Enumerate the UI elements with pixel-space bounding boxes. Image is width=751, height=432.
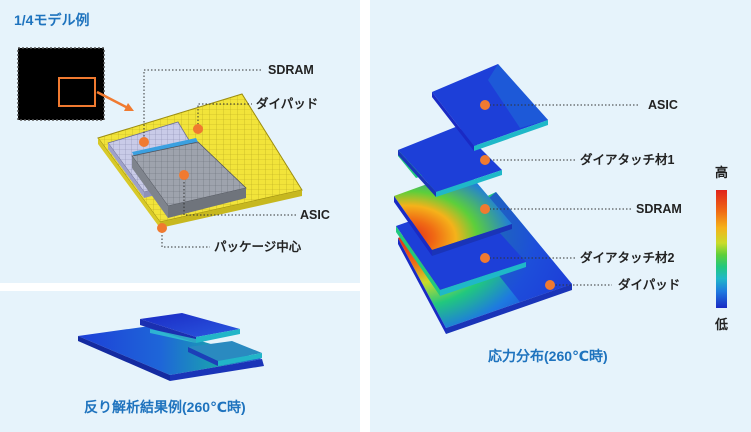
marker-stress-die-attach-1 xyxy=(480,155,490,165)
legend-high-label: 高 xyxy=(715,165,729,180)
label-asic: ASIC xyxy=(300,208,330,222)
stress-label-asic: ASIC xyxy=(648,98,678,112)
label-sdram: SDRAM xyxy=(268,63,314,77)
stress-label-die-pad: ダイパッド xyxy=(618,278,681,292)
quarter-model-figure xyxy=(17,47,303,248)
marker-die-pad xyxy=(193,124,203,134)
label-package-center: パッケージ中心 xyxy=(214,240,302,254)
stress-caption: 応力分布(260℃時) xyxy=(488,348,608,364)
layer-asic xyxy=(432,64,548,151)
warp-caption: 反り解析結果例(260℃時) xyxy=(84,399,246,415)
stress-label-die-attach-1: ダイアタッチ材1 xyxy=(580,153,675,167)
stress-legend-bar xyxy=(716,190,727,308)
stress-label-die-attach-2: ダイアタッチ材2 xyxy=(580,251,675,265)
quarter-leaders xyxy=(143,69,296,248)
marker-sdram xyxy=(139,137,149,147)
quarter-markers xyxy=(139,124,203,233)
quarter-model-panel: 1/4モデル例 xyxy=(0,0,360,283)
warp-result-panel: 反り解析結果例(260℃時) xyxy=(0,291,360,432)
marker-stress-sdram xyxy=(480,204,490,214)
stress-markers xyxy=(480,100,555,290)
marker-asic xyxy=(179,170,189,180)
stress-label-sdram: SDRAM xyxy=(636,202,682,216)
stress-figure xyxy=(394,64,727,334)
stress-leaders xyxy=(486,104,638,286)
label-die-pad: ダイパッド xyxy=(256,97,319,111)
marker-stress-die-attach-2 xyxy=(480,253,490,263)
marker-stress-asic xyxy=(480,100,490,110)
warp-result-figure xyxy=(78,313,264,381)
marker-stress-die-pad xyxy=(545,280,555,290)
legend-low-label: 低 xyxy=(715,317,729,332)
package-thumbnail xyxy=(17,47,105,121)
marker-package-center xyxy=(157,223,167,233)
layer-die-attach-1 xyxy=(398,126,502,197)
stress-panel: ASIC ダイアタッチ材1 SDRAM ダイアタッチ材2 ダイパッド 高 低 応… xyxy=(370,0,751,432)
asic-mesh xyxy=(131,141,247,218)
quarter-model-title: 1/4モデル例 xyxy=(14,12,90,28)
layer-sdram xyxy=(394,170,512,256)
zoom-arrow xyxy=(96,90,134,111)
